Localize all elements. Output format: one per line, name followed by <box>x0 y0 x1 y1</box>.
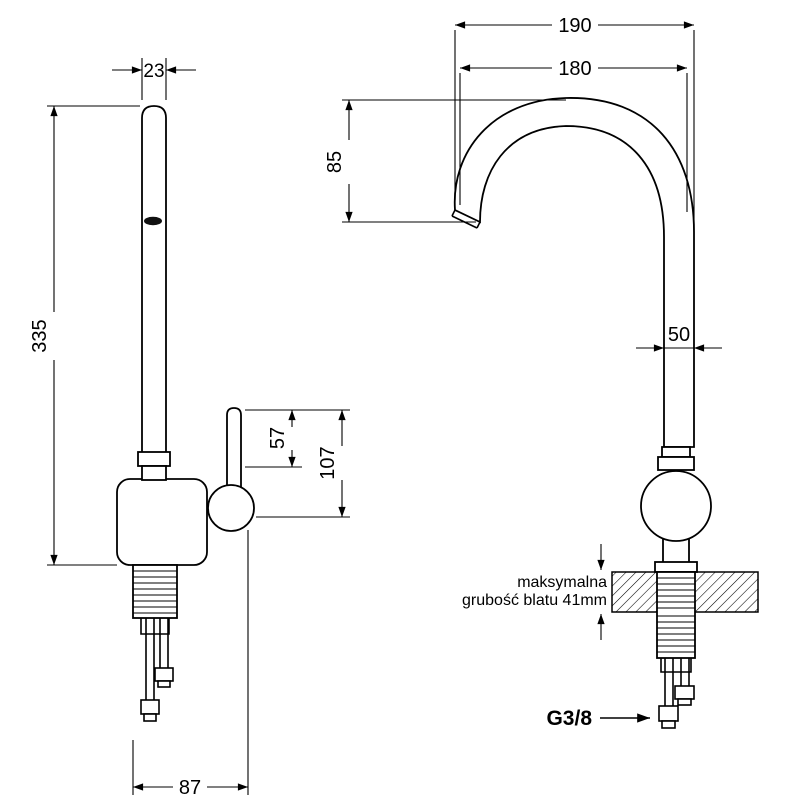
outlet-slot <box>144 216 162 226</box>
mounting-bracket-front <box>660 658 692 673</box>
handle-joint <box>207 484 255 532</box>
countertop-section: maksymalna grubość blatu 41mm <box>462 544 759 640</box>
left-view: 23 335 57 107 <box>29 58 350 799</box>
dim-87: 87 <box>132 530 249 799</box>
faucet-side-profile <box>116 105 255 722</box>
handle-lever <box>226 407 242 491</box>
cartridge-collar <box>657 446 695 471</box>
dim-107-label: 107 <box>317 446 339 479</box>
countertop-note-line1: maksymalna <box>517 574 607 591</box>
threaded-shank <box>132 564 178 619</box>
dim-23: 23 <box>112 58 196 100</box>
dim-85-label: 85 <box>324 151 346 173</box>
threaded-shank-front <box>656 571 696 659</box>
faucet-body <box>116 478 208 566</box>
thread-size-label: G3/8 <box>546 707 592 730</box>
dim-57: 57 <box>245 409 350 468</box>
tube-collar <box>137 451 171 467</box>
dim-50: 50 <box>636 324 722 352</box>
faucet-front-profile <box>451 97 712 574</box>
spherical-body <box>640 470 712 542</box>
gooseneck-spout <box>453 97 695 448</box>
dim-180: 180 <box>459 58 688 212</box>
dim-85: 85 <box>324 99 566 223</box>
dim-190: 190 <box>454 15 695 230</box>
countertop-note-line2: grubość blatu 41mm <box>462 592 607 609</box>
tube-neck <box>141 465 167 481</box>
thread-callout: G3/8 <box>546 707 650 730</box>
spout-tube <box>141 105 167 452</box>
dim-190-label: 190 <box>558 15 591 37</box>
right-view: maksymalna grubość blatu 41mm <box>324 15 759 730</box>
dim-87-label: 87 <box>179 777 201 799</box>
dim-335-label: 335 <box>29 319 51 352</box>
dim-335: 335 <box>29 105 140 566</box>
dim-107: 107 <box>256 410 350 518</box>
dim-57-label: 57 <box>267 427 289 449</box>
dim-50-label: 50 <box>668 324 690 346</box>
base-flange <box>654 561 698 573</box>
dim-180-label: 180 <box>558 58 591 80</box>
supply-hoses-front <box>658 658 695 729</box>
dim-23-label: 23 <box>143 61 164 82</box>
mounting-bracket <box>140 618 170 635</box>
supply-hoses <box>140 618 174 722</box>
